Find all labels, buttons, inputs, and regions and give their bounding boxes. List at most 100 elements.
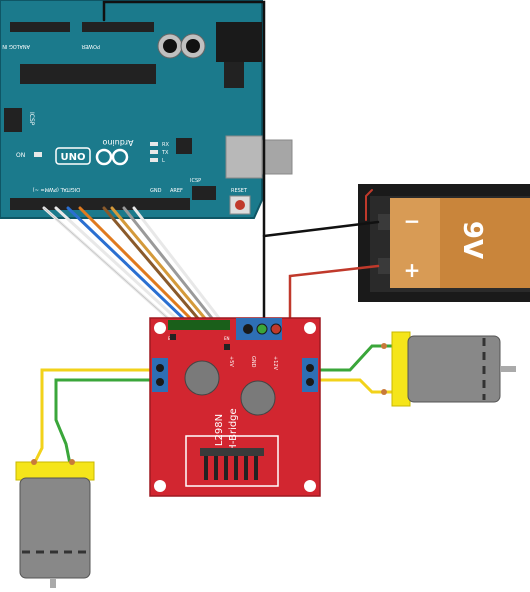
motor-right-wire-green bbox=[310, 344, 394, 372]
motor-left-body bbox=[19, 477, 91, 579]
reset-label: RESET bbox=[231, 188, 248, 194]
terminal-12v bbox=[270, 323, 282, 335]
l298n-driver-board: EN EN +5V GND +12V L298N H-Bridge bbox=[149, 317, 321, 497]
mount-hole bbox=[304, 322, 316, 334]
reset-button-cap bbox=[235, 200, 245, 210]
analog-header bbox=[10, 22, 70, 32]
signal-wire-white-3 bbox=[132, 206, 224, 324]
rx-label: RX bbox=[162, 142, 169, 148]
driver-capacitor bbox=[184, 360, 220, 396]
digital-label: DIGITAL (PWM= ~) bbox=[33, 186, 80, 192]
jumper bbox=[224, 344, 230, 350]
usb-connector bbox=[261, 139, 293, 175]
power-header bbox=[82, 22, 154, 32]
en-b-label: EN bbox=[224, 336, 230, 341]
motor-right-wire-yellow bbox=[310, 378, 394, 394]
battery-terminal-minus bbox=[378, 214, 390, 230]
signal-wire-white-2 bbox=[54, 206, 182, 324]
arduino-infinity-logo bbox=[95, 148, 129, 166]
l298n-chip bbox=[200, 448, 264, 456]
signal-wire-orange bbox=[78, 206, 196, 324]
icsp2-label: ICSP bbox=[190, 178, 201, 184]
gnd-label: GND bbox=[250, 356, 256, 368]
chip-legs bbox=[204, 456, 258, 480]
usb-port bbox=[225, 135, 263, 179]
motor-b-screw bbox=[306, 378, 314, 386]
power-wire-12v bbox=[288, 264, 380, 332]
arduino-board: ANALOG IN POWER ICSP ON UNO Arduino RX bbox=[0, 0, 293, 219]
battery-minus-label: − bbox=[404, 209, 421, 233]
motor-b-screw bbox=[306, 364, 314, 372]
signal-wire-brown bbox=[102, 206, 203, 324]
icsp-header bbox=[4, 108, 22, 132]
battery-snap-wire bbox=[365, 189, 373, 221]
heatsink-outline bbox=[185, 435, 279, 487]
ground-wire-battery bbox=[262, 220, 380, 238]
motor-right bbox=[381, 331, 516, 407]
motor-right-body bbox=[407, 335, 501, 403]
icsp2-header bbox=[192, 186, 216, 200]
signal-wire-white-1-edge bbox=[43, 207, 173, 323]
wires bbox=[32, 0, 394, 466]
aref-label: AREF bbox=[170, 188, 183, 194]
motor-b-terminal bbox=[302, 358, 318, 392]
motor-left bbox=[15, 459, 95, 588]
signal-wire-gold bbox=[110, 206, 210, 324]
capacitor-top bbox=[186, 39, 200, 53]
motor-left-wire-green bbox=[54, 378, 164, 466]
arduino-brand: Arduino bbox=[102, 138, 133, 147]
on-led bbox=[34, 152, 42, 157]
motor-right-shaft bbox=[500, 366, 516, 372]
motor-left-cap bbox=[15, 461, 95, 481]
battery-voltage-label: 9V bbox=[457, 221, 487, 259]
motor-a-terminal bbox=[152, 358, 168, 392]
v12-label: +12V bbox=[272, 356, 278, 371]
regulator bbox=[224, 62, 244, 88]
motor-left-contact bbox=[31, 459, 37, 465]
battery-label-area bbox=[390, 198, 440, 288]
mount-hole bbox=[304, 480, 316, 492]
on-label: ON bbox=[16, 152, 25, 159]
battery-9v: − + 9V bbox=[358, 184, 530, 302]
chip-name-label: L298N bbox=[214, 414, 225, 446]
terminal-gnd bbox=[256, 323, 268, 335]
tx-label: TX bbox=[161, 150, 169, 156]
driver-capacitor bbox=[240, 380, 276, 416]
signal-wire-blue bbox=[66, 206, 189, 324]
signal-wire-gray bbox=[122, 206, 217, 324]
usb-chip bbox=[176, 138, 192, 154]
battery-terminal-plus bbox=[378, 258, 390, 274]
jumper bbox=[170, 334, 176, 340]
power-label: POWER bbox=[81, 43, 100, 49]
tx-led bbox=[150, 150, 158, 154]
terminal-5v bbox=[243, 324, 253, 334]
atmega-chip bbox=[20, 64, 156, 84]
ground-wire-arduino bbox=[102, 0, 266, 332]
motor-left-wire-yellow bbox=[32, 368, 164, 466]
battery-body bbox=[440, 198, 530, 288]
v5-label: +5V bbox=[228, 356, 234, 367]
uno-badge bbox=[55, 147, 91, 165]
uno-label: UNO bbox=[61, 152, 86, 163]
signal-header bbox=[168, 320, 230, 330]
capacitor-top bbox=[163, 39, 177, 53]
motor-a-screw bbox=[156, 364, 164, 372]
analog-in-label: ANALOG IN bbox=[2, 43, 30, 49]
board-name-label: H-Bridge bbox=[228, 408, 239, 451]
dc-power-jack bbox=[216, 22, 262, 62]
mount-hole bbox=[154, 480, 166, 492]
l-led bbox=[150, 158, 158, 162]
icsp-label: ICSP bbox=[28, 112, 35, 126]
motor-left-shaft bbox=[50, 578, 56, 588]
motor-a-screw bbox=[156, 378, 164, 386]
mount-hole bbox=[154, 322, 166, 334]
battery-plus-label: + bbox=[404, 258, 421, 282]
digital-header bbox=[10, 198, 190, 210]
motor-right-contact bbox=[381, 389, 387, 395]
motor-right-contact bbox=[381, 343, 387, 349]
gnd-pin-label: GND bbox=[150, 188, 162, 194]
rx-led bbox=[150, 142, 158, 146]
l-label: L bbox=[162, 158, 165, 164]
